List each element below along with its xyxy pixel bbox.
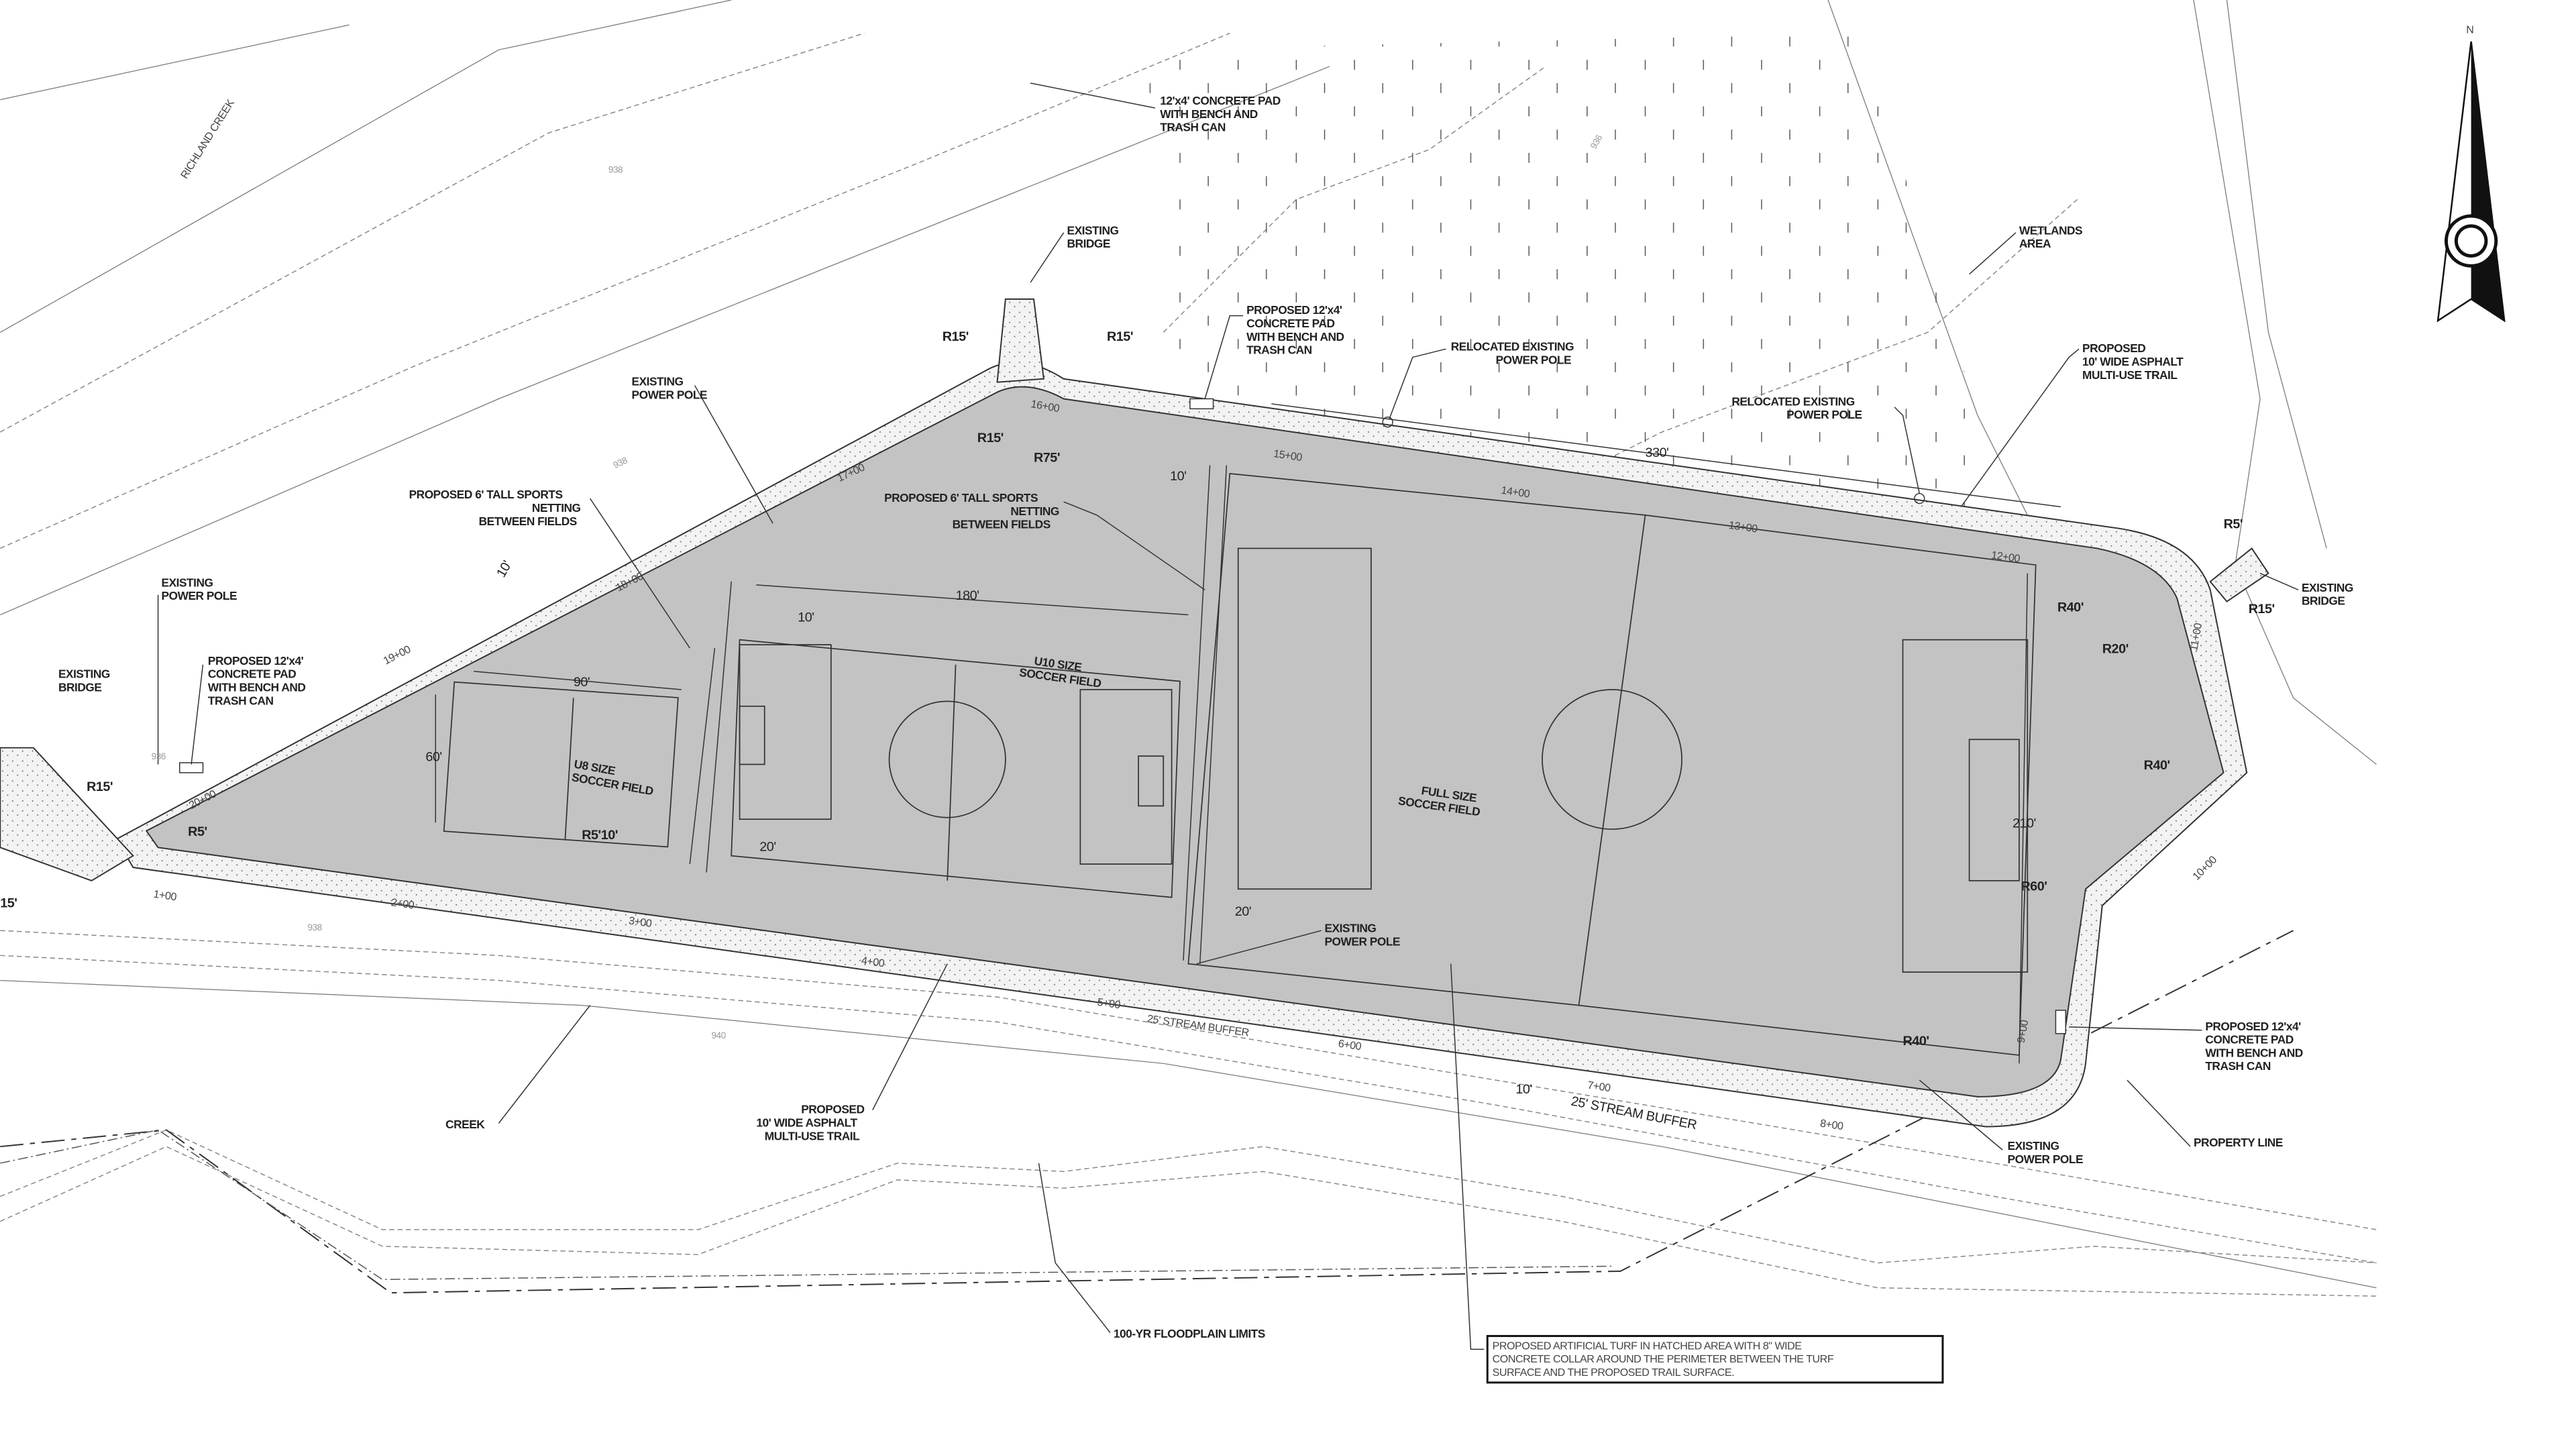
svg-text:R40': R40' xyxy=(1903,1034,1929,1049)
svg-text:10': 10' xyxy=(798,610,814,625)
svg-text:210': 210' xyxy=(2012,816,2036,831)
svg-text:2+00: 2+00 xyxy=(390,896,415,912)
dimension-labels: 330' 10' 180' 10' 90' 60' 20' 20' 210' 1… xyxy=(425,403,2061,1097)
svg-text:R40': R40' xyxy=(2144,758,2170,773)
svg-text:940: 940 xyxy=(711,1030,726,1040)
svg-text:15': 15' xyxy=(0,896,17,910)
trail-spur-north xyxy=(996,298,1044,383)
svg-text:938: 938 xyxy=(608,165,623,175)
svg-text:90': 90' xyxy=(574,675,590,690)
leader-lines xyxy=(157,83,2299,1350)
svg-text:6+00: 6+00 xyxy=(1338,1038,1362,1053)
svg-text:7+00: 7+00 xyxy=(1587,1079,1611,1095)
callout-creek: CREEK xyxy=(445,1118,485,1131)
north-label: N xyxy=(2466,24,2473,36)
svg-text:14+00: 14+00 xyxy=(1501,484,1531,500)
svg-text:9+00: 9+00 xyxy=(2015,1019,2031,1044)
sports-netting xyxy=(689,465,1228,964)
svg-text:10+00: 10+00 xyxy=(2190,853,2219,882)
svg-text:R15': R15' xyxy=(1107,329,1133,344)
property-line xyxy=(0,930,2294,1294)
svg-text:3+00: 3+00 xyxy=(628,914,653,930)
svg-text:R20': R20' xyxy=(2102,641,2129,656)
svg-text:10': 10' xyxy=(494,558,515,580)
svg-text:12+00: 12+00 xyxy=(1990,549,2021,565)
svg-text:180': 180' xyxy=(956,588,979,603)
concrete-pad-icon xyxy=(2055,1010,2067,1034)
svg-text:1+00: 1+00 xyxy=(153,888,178,904)
artificial-turf-area xyxy=(145,386,2224,1097)
svg-text:R60': R60' xyxy=(2021,879,2047,894)
svg-text:R15': R15' xyxy=(2249,602,2275,616)
svg-text:8+00: 8+00 xyxy=(1819,1118,1844,1133)
svg-text:PROPOSED ARTIFICIAL TURF IN HA: PROPOSED ARTIFICIAL TURF IN HATCHED AREA… xyxy=(1493,1340,1834,1379)
turf-note: PROPOSED ARTIFICIAL TURF IN HATCHED AREA… xyxy=(1486,1335,1944,1384)
svg-text:R15': R15' xyxy=(87,780,113,794)
svg-text:R75': R75' xyxy=(1034,451,1060,466)
wetlands-area xyxy=(1146,33,1994,549)
u10-soccer-field xyxy=(731,639,1181,898)
floodplain-limit xyxy=(0,1129,1613,1281)
svg-text:5+00: 5+00 xyxy=(1097,996,1122,1012)
svg-text:20': 20' xyxy=(759,839,775,854)
stream-buffer-label: 25' STREAM BUFFER xyxy=(1570,1094,1698,1133)
callout-floodplain: 100-YR FLOODPLAIN LIMITS xyxy=(1114,1327,1265,1340)
svg-text:10': 10' xyxy=(1515,1082,1532,1097)
svg-text:15+00: 15+00 xyxy=(1273,447,1303,464)
callout-property-line: PROPERTY LINE xyxy=(2194,1136,2283,1149)
svg-text:R5'10': R5'10' xyxy=(582,828,618,843)
svg-text:R5': R5' xyxy=(2224,517,2243,532)
trail-spur-west xyxy=(0,747,134,881)
svg-text:60': 60' xyxy=(425,749,441,764)
svg-text:R40': R40' xyxy=(2057,600,2084,615)
svg-text:936: 936 xyxy=(152,751,166,761)
svg-text:R5': R5' xyxy=(188,824,207,839)
svg-text:938: 938 xyxy=(308,922,322,932)
svg-text:330': 330' xyxy=(1646,445,1669,460)
svg-text:19+00: 19+00 xyxy=(382,643,413,667)
trail-spur-east xyxy=(2209,547,2269,603)
svg-text:4+00: 4+00 xyxy=(861,955,885,970)
u8-soccer-field xyxy=(443,681,679,848)
power-pole-icon xyxy=(1382,417,1393,428)
north-arrow-icon: N xyxy=(2436,24,2506,323)
svg-text:R15': R15' xyxy=(943,329,969,344)
creek-name-label: RICHLAND CREEK xyxy=(178,97,237,181)
svg-text:R15': R15' xyxy=(977,431,1004,445)
svg-text:13+00: 13+00 xyxy=(1728,519,1758,535)
svg-text:20': 20' xyxy=(1235,904,1251,919)
radius-labels: R15' R15' R15' R75' R40' R20' R5' R15' R… xyxy=(0,329,2275,1049)
svg-text:10': 10' xyxy=(1170,469,1186,484)
svg-text:938: 938 xyxy=(612,455,629,471)
concrete-pad-icon xyxy=(1189,398,1214,410)
